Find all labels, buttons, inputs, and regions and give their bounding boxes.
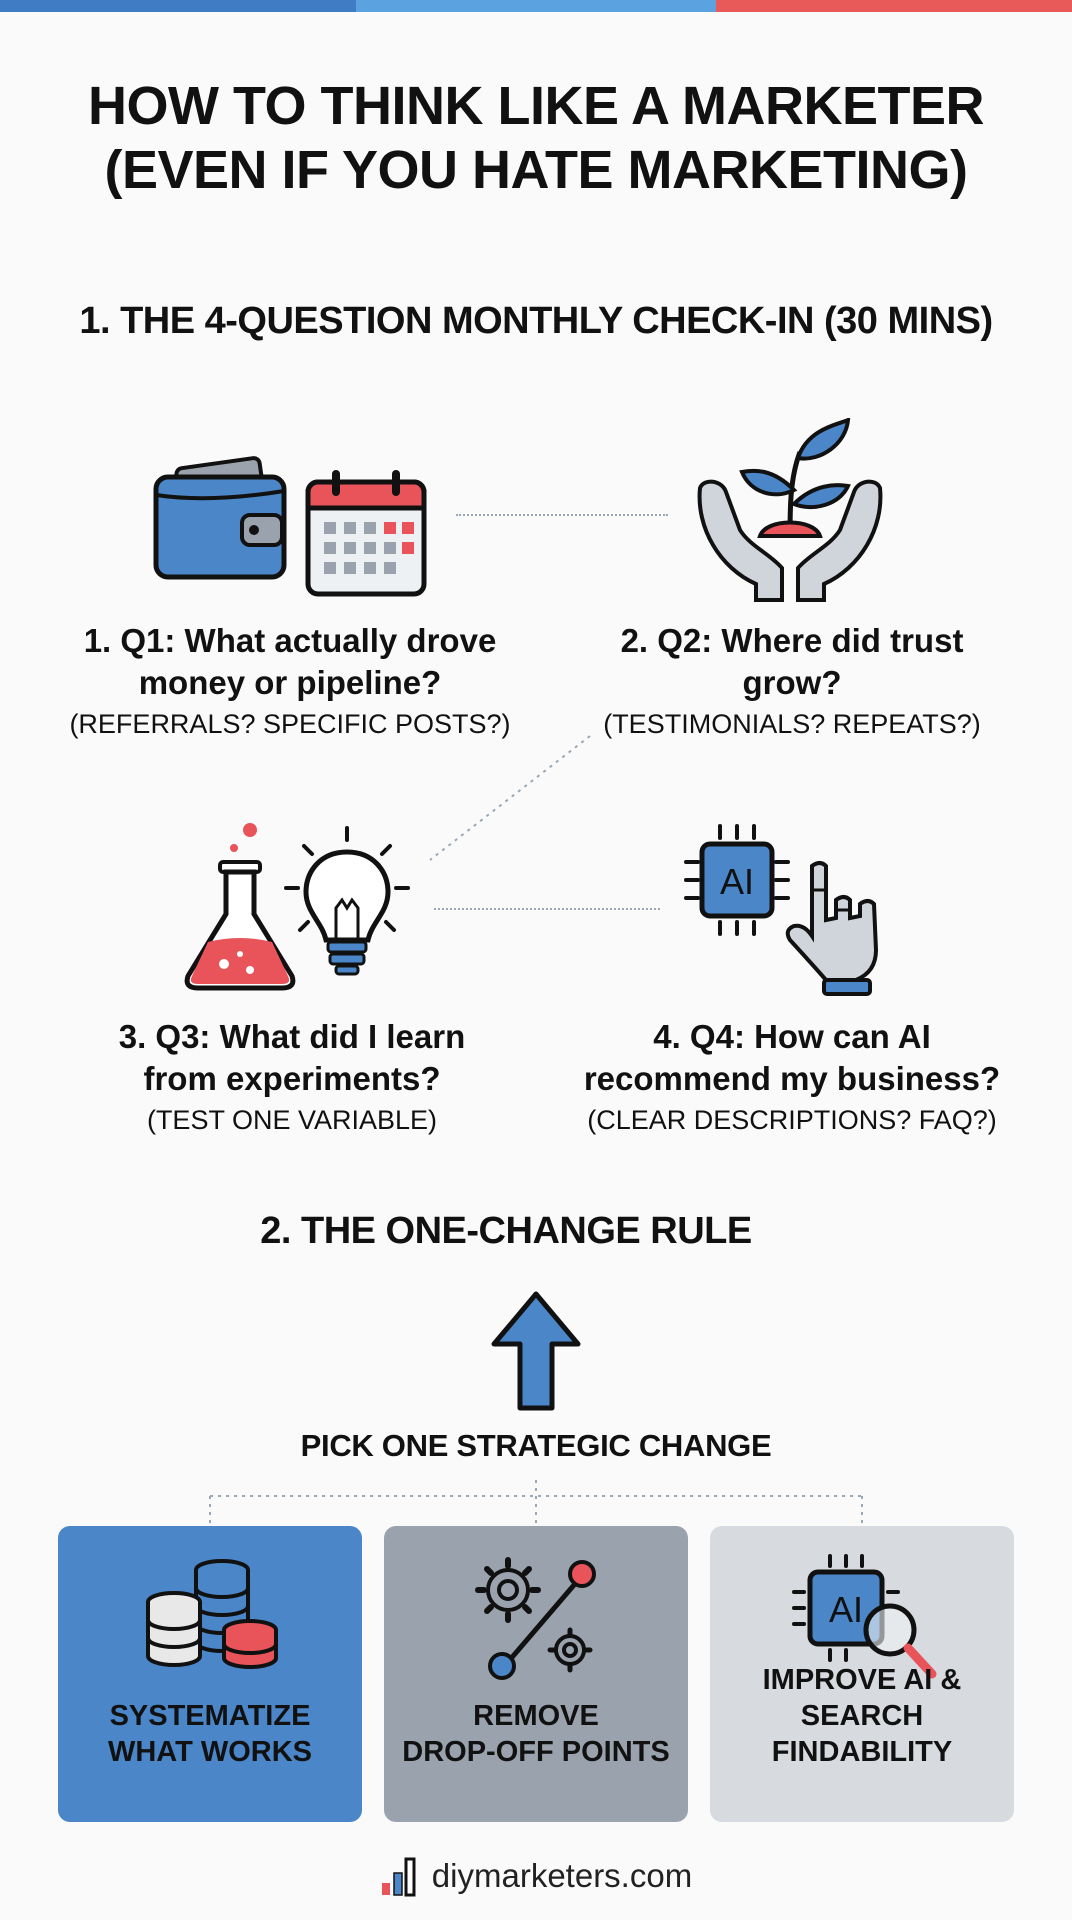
card-remove-label: REMOVE DROP-OFF POINTS — [384, 1698, 688, 1770]
question-4: 4. Q4: How can AI recommend my business?… — [552, 1016, 1032, 1138]
ai-chip-icon: AI — [684, 824, 790, 936]
question-4-subtitle: (CLEAR DESCRIPTIONS? FAQ?) — [587, 1105, 997, 1135]
question-3-subtitle: (TEST ONE VARIABLE) — [146, 1105, 438, 1135]
branch-connector — [209, 1480, 863, 1524]
up-arrow-icon — [491, 1291, 581, 1411]
footer-url[interactable]: diymarketers.com — [431, 1857, 693, 1894]
page-title: HOW TO THINK LIKE A MARKETER (EVEN IF YO… — [0, 74, 1072, 202]
top-color-bar — [0, 0, 1072, 12]
card-improve-ai: AI IMPROVE AI & SEARCH FINDABILITY — [710, 1526, 1014, 1822]
connector-q3-q4 — [434, 908, 660, 910]
connector-q1-q2 — [456, 514, 668, 516]
card-improve-label: IMPROVE AI & SEARCH FINDABILITY — [710, 1662, 1014, 1770]
card-systematize-label: SYSTEMATIZE WHAT WORKS — [58, 1698, 362, 1770]
bar-chart-logo-icon — [381, 1857, 416, 1897]
question-2: 2. Q2: Where did trust grow? (TESTIMONIA… — [552, 620, 1032, 742]
question-1-subtitle: (REFERRALS? SPECIFIC POSTS?) — [69, 709, 511, 739]
question-2-title-line-1: 2. Q2: Where did trust — [620, 622, 964, 659]
card-remove-line-1: REMOVE — [473, 1700, 599, 1732]
hands-plant-icon — [697, 418, 883, 602]
card-systematize-line-1: SYSTEMATIZE — [109, 1700, 311, 1732]
robot-hand-icon — [785, 861, 879, 996]
question-3-title-line-1: 3. Q3: What did I learn — [118, 1018, 466, 1055]
card-systematize-line-2: WHAT WORKS — [107, 1736, 313, 1768]
coin-stacks-icon — [146, 1559, 278, 1669]
card-remove-drop-off: REMOVE DROP-OFF POINTS — [384, 1526, 688, 1822]
lightbulb-icon — [284, 826, 410, 976]
svg-text:AI: AI — [829, 1589, 863, 1630]
title-line-1: HOW TO THINK LIKE A MARKETER — [88, 76, 984, 136]
top-bar-segment-lightblue — [356, 0, 716, 12]
flask-icon — [184, 823, 296, 991]
question-3: 3. Q3: What did I learn from experiments… — [52, 1016, 532, 1138]
question-4-title-line-1: 4. Q4: How can AI — [653, 1018, 931, 1055]
question-1-title-line-2: money or pipeline? — [138, 664, 442, 701]
card-remove-line-2: DROP-OFF POINTS — [402, 1736, 670, 1768]
question-3-title-line-2: from experiments? — [143, 1060, 441, 1097]
title-line-2: (EVEN IF YOU HATE MARKETING) — [104, 140, 968, 200]
connector-q2-q3 — [429, 735, 591, 861]
card-improve-line-1: IMPROVE AI & — [762, 1664, 962, 1696]
card-systematize: SYSTEMATIZE WHAT WORKS — [58, 1526, 362, 1822]
section-1-heading: 1. THE 4-QUESTION MONTHLY CHECK-IN (30 M… — [79, 300, 993, 342]
footer: diymarketers.com — [0, 1855, 1072, 1897]
pick-one-label: PICK ONE STRATEGIC CHANGE — [300, 1428, 772, 1463]
section-2-heading: 2. THE ONE-CHANGE RULE — [260, 1210, 752, 1252]
question-2-subtitle: (TESTIMONIALS? REPEATS?) — [603, 709, 981, 739]
ai-search-icon: AI — [792, 1554, 937, 1679]
top-bar-segment-red — [716, 0, 1072, 12]
svg-text:AI: AI — [720, 861, 754, 902]
gears-path-icon — [475, 1557, 596, 1680]
top-bar-segment-blue — [0, 0, 356, 12]
wallet-icon — [153, 456, 287, 580]
question-1-title-line-1: 1. Q1: What actually drove — [83, 622, 497, 659]
question-1: 1. Q1: What actually drove money or pipe… — [50, 620, 530, 742]
calendar-icon — [305, 470, 427, 597]
question-2-title-line-2: grow? — [742, 664, 842, 701]
question-4-title-line-2: recommend my business? — [583, 1060, 1001, 1097]
card-improve-line-2: SEARCH FINDABILITY — [771, 1700, 953, 1768]
